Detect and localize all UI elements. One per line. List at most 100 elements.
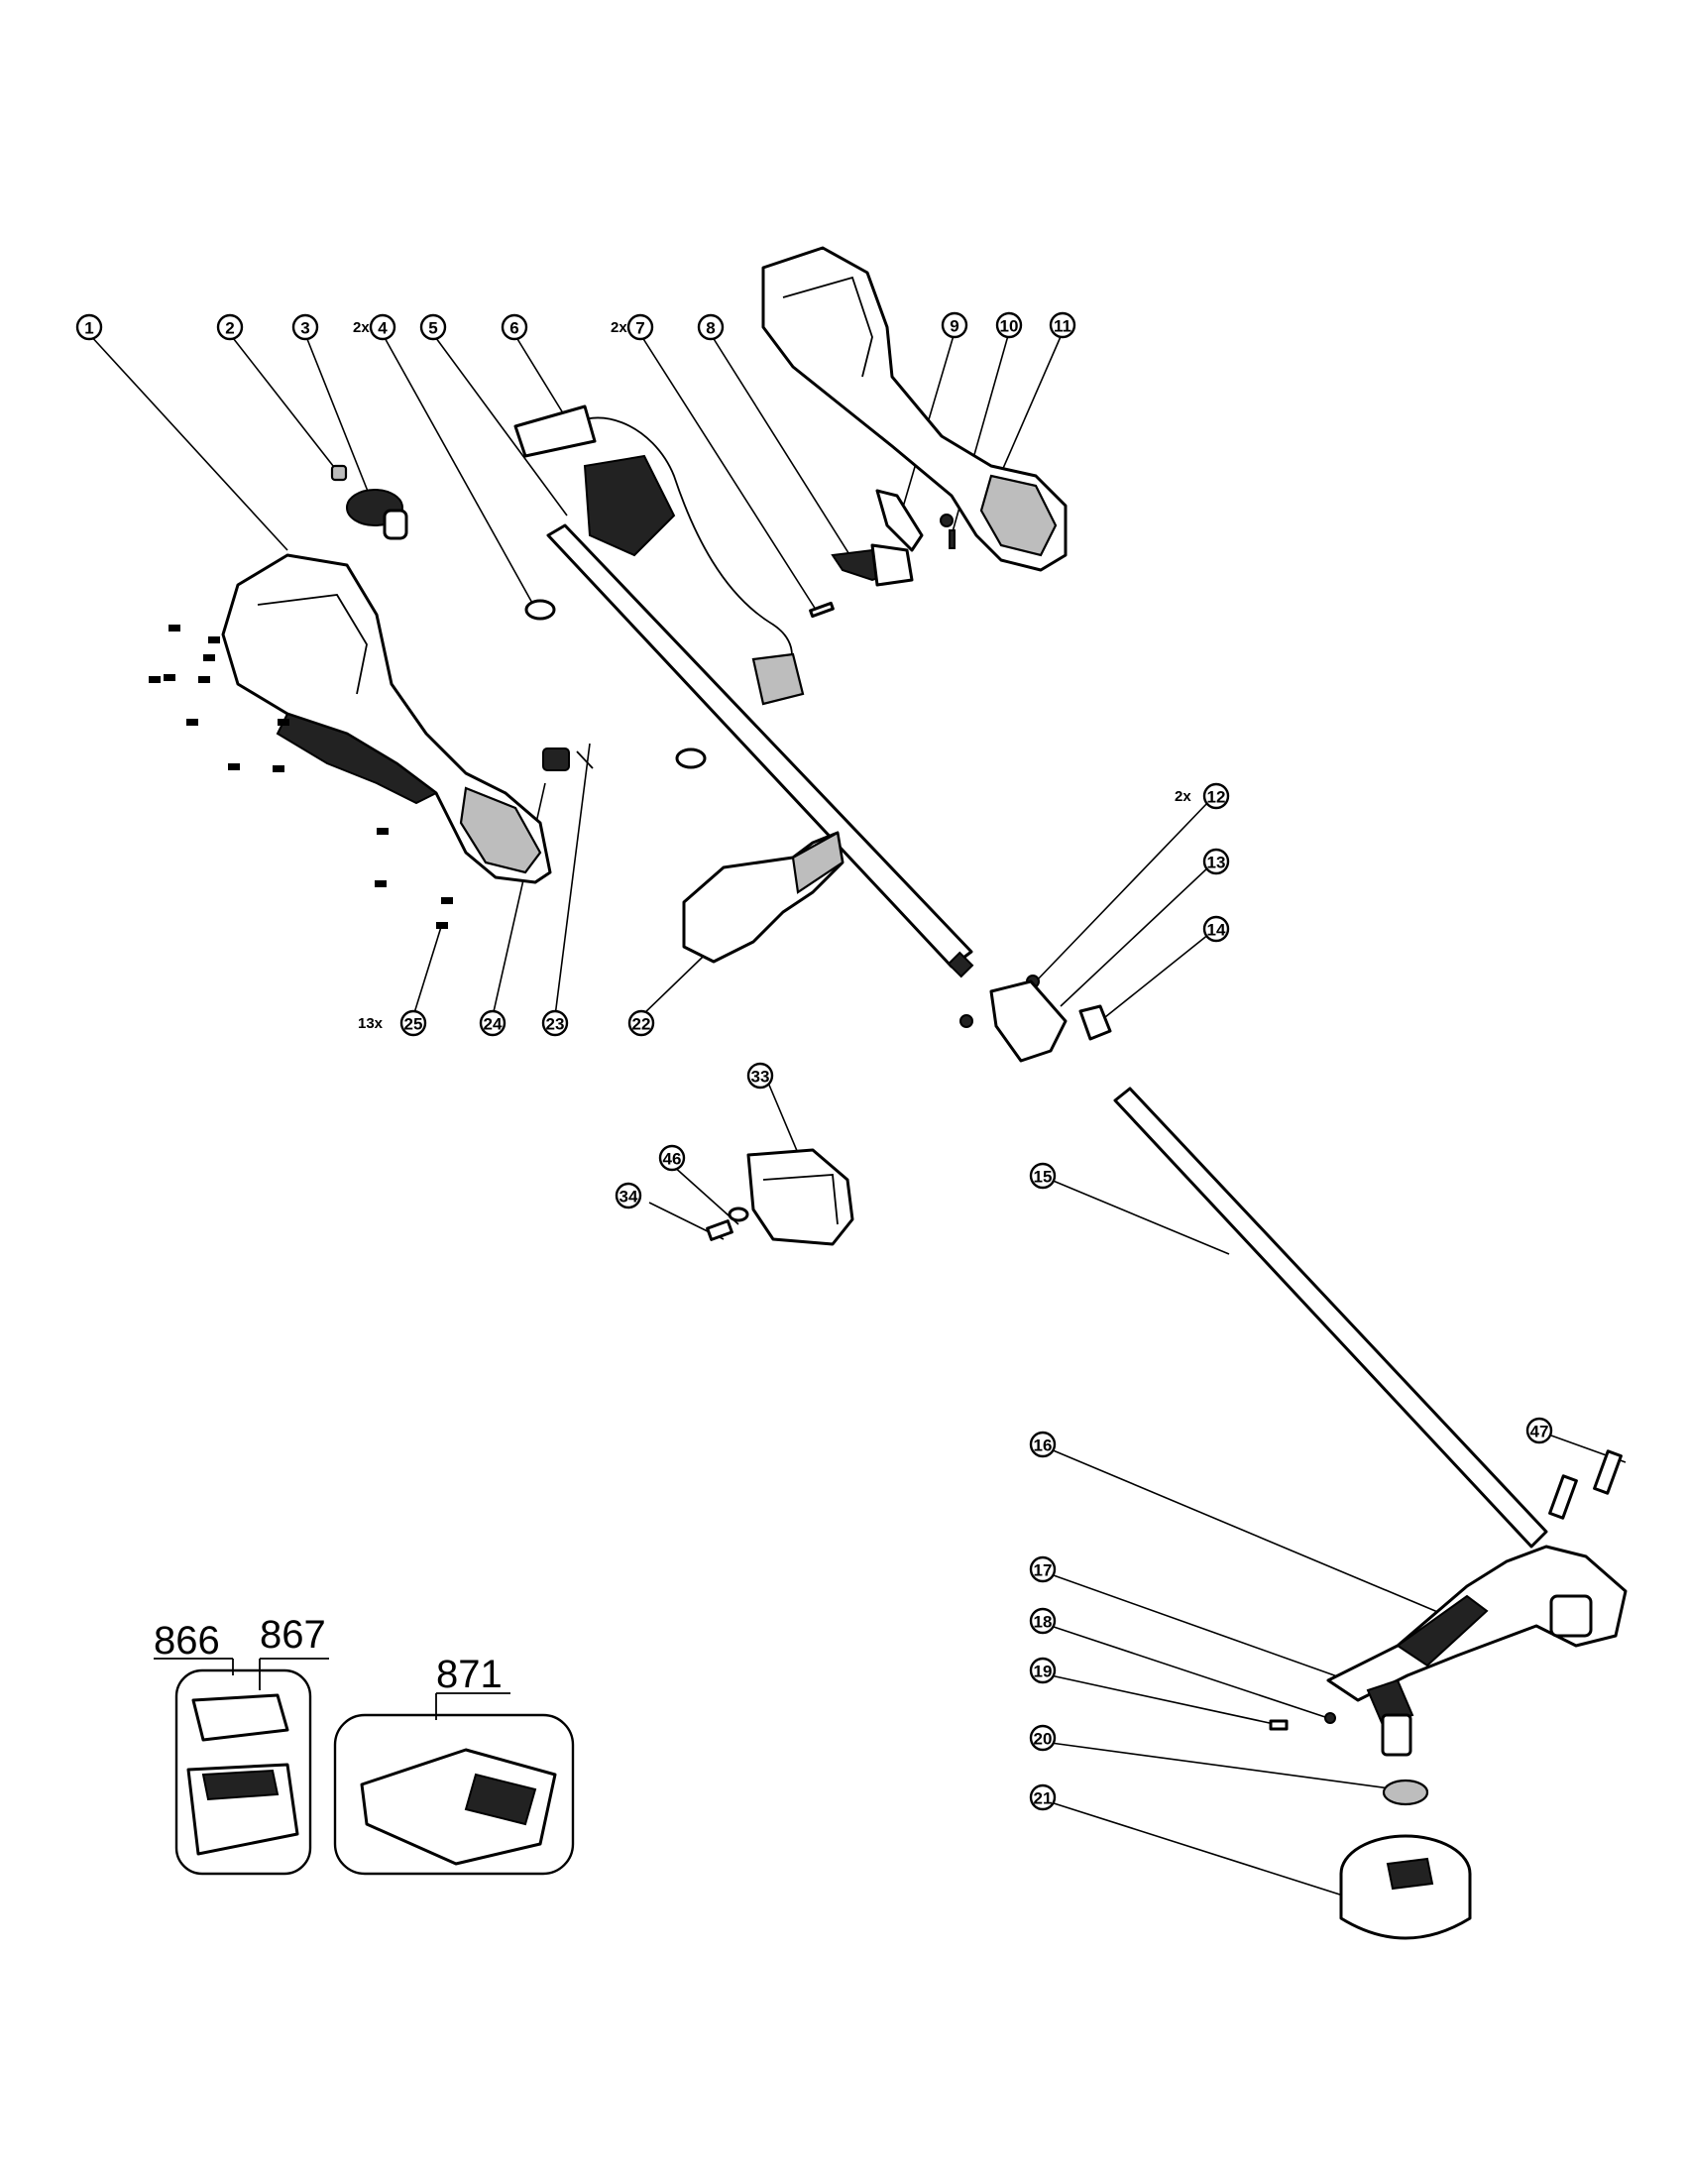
part-46-washer bbox=[728, 1207, 749, 1222]
callout-circle bbox=[1029, 1555, 1057, 1583]
callout-circle bbox=[627, 1009, 655, 1037]
callout-number: 17 bbox=[1034, 1561, 1053, 1580]
callout-number: 47 bbox=[1530, 1423, 1549, 1441]
callout-18: 18 bbox=[1029, 1607, 1057, 1635]
callout-number: 33 bbox=[751, 1068, 770, 1087]
callout-number: 16 bbox=[1034, 1437, 1053, 1455]
battery-label: 866 bbox=[154, 1619, 220, 1663]
callout-number: 18 bbox=[1034, 1613, 1053, 1632]
callout-10: 10 bbox=[995, 311, 1023, 339]
callout-number: 3 bbox=[300, 319, 309, 338]
callout-circle bbox=[501, 313, 528, 341]
callout-8: 8 bbox=[697, 313, 725, 341]
callout-17: 17 bbox=[1029, 1555, 1057, 1583]
callout-23: 23 bbox=[541, 1009, 569, 1037]
part-16-gear-head bbox=[1326, 1545, 1628, 1702]
part-15-lower-shaft bbox=[1113, 1087, 1548, 1549]
callout-circle bbox=[1029, 1783, 1057, 1811]
callout-1: 1 bbox=[75, 313, 103, 341]
part-14-knob bbox=[1078, 1004, 1112, 1041]
callout-21: 21 bbox=[1029, 1783, 1057, 1811]
callout-6: 6 bbox=[501, 313, 528, 341]
quantity-label: 2x bbox=[1175, 788, 1191, 805]
part-11-right-housing bbox=[761, 246, 1068, 572]
callout-number: 5 bbox=[428, 319, 437, 338]
callout-circle bbox=[1029, 1657, 1057, 1684]
callout-circle bbox=[479, 1009, 506, 1037]
callout-2: 2 bbox=[216, 313, 244, 341]
callout-circle bbox=[1202, 782, 1230, 810]
part-24-latch bbox=[542, 747, 570, 771]
callout-circle bbox=[1029, 1724, 1057, 1752]
callout-19: 19 bbox=[1029, 1657, 1057, 1684]
callout-22: 22 bbox=[627, 1009, 655, 1037]
callout-circle bbox=[369, 313, 396, 341]
callout-circle bbox=[419, 313, 447, 341]
callout-number: 14 bbox=[1207, 921, 1226, 940]
part-13-coupler bbox=[989, 979, 1068, 1063]
callout-20: 20 bbox=[1029, 1724, 1057, 1752]
callout-47: 47 bbox=[1525, 1417, 1553, 1444]
part-47-bolts bbox=[1548, 1449, 1623, 1520]
callout-number: 11 bbox=[1054, 317, 1071, 336]
callout-number: 34 bbox=[619, 1188, 638, 1207]
callout-circle bbox=[1029, 1162, 1057, 1190]
callout-4: 42x bbox=[353, 313, 396, 341]
part-18-screw bbox=[1324, 1712, 1336, 1724]
callout-circle bbox=[658, 1144, 686, 1172]
callout-number: 23 bbox=[546, 1015, 565, 1034]
part-22-front-handle bbox=[682, 831, 844, 964]
screws-25 bbox=[149, 625, 453, 929]
part-34-bolt bbox=[706, 1219, 733, 1241]
callout-number: 1 bbox=[84, 319, 93, 338]
callout-number: 2 bbox=[225, 319, 234, 338]
part-5-upper-shaft bbox=[546, 523, 974, 978]
callout-number: 6 bbox=[509, 319, 518, 338]
part-20-washer bbox=[1382, 1779, 1429, 1806]
callout-circle bbox=[746, 1062, 774, 1090]
leader-lines bbox=[88, 331, 1627, 1904]
quantity-label: 2x bbox=[353, 319, 370, 336]
callout-13: 13 bbox=[1202, 848, 1230, 875]
callout-circle bbox=[697, 313, 725, 341]
callout-circle bbox=[615, 1182, 642, 1209]
callout-circle bbox=[75, 313, 103, 341]
callout-circle bbox=[1202, 848, 1230, 875]
callout-number: 25 bbox=[404, 1015, 423, 1034]
callout-circle bbox=[399, 1009, 427, 1037]
callout-circle bbox=[1049, 311, 1076, 339]
quantity-label: 2x bbox=[611, 319, 627, 336]
part-6-motor-wiring bbox=[513, 404, 805, 706]
part-4-washer bbox=[524, 599, 707, 769]
callout-46: 46 bbox=[658, 1144, 686, 1172]
charger-label: 871 bbox=[436, 1653, 503, 1696]
part-3-fan bbox=[346, 489, 408, 540]
accessory-labels: 866 867 871 bbox=[154, 1613, 503, 1696]
callout-circle bbox=[1525, 1417, 1553, 1444]
callout-circle bbox=[291, 313, 319, 341]
callout-number: 9 bbox=[950, 317, 958, 336]
part-10-spring bbox=[940, 514, 956, 549]
callout-circle bbox=[1029, 1431, 1057, 1458]
callout-circle bbox=[626, 313, 654, 341]
part-17-spindle bbox=[1366, 1678, 1414, 1757]
callout-14: 14 bbox=[1202, 915, 1230, 943]
callout-16: 16 bbox=[1029, 1431, 1057, 1458]
part-21-spool bbox=[1339, 1834, 1472, 1940]
part-1-left-housing bbox=[221, 553, 552, 884]
callout-number: 21 bbox=[1034, 1789, 1053, 1808]
callout-circle bbox=[1202, 915, 1230, 943]
callout-number: 15 bbox=[1034, 1168, 1053, 1187]
part-33-guard-bracket bbox=[746, 1148, 854, 1246]
part-8-trigger bbox=[831, 543, 914, 587]
callout-circle bbox=[216, 313, 244, 341]
callout-number: 19 bbox=[1034, 1663, 1053, 1681]
part-23-pin bbox=[576, 750, 594, 769]
callout-15: 15 bbox=[1029, 1162, 1057, 1190]
callout-11: 11 bbox=[1049, 311, 1076, 339]
callout-24: 24 bbox=[479, 1009, 506, 1037]
accessory-battery-box bbox=[154, 1658, 329, 1876]
